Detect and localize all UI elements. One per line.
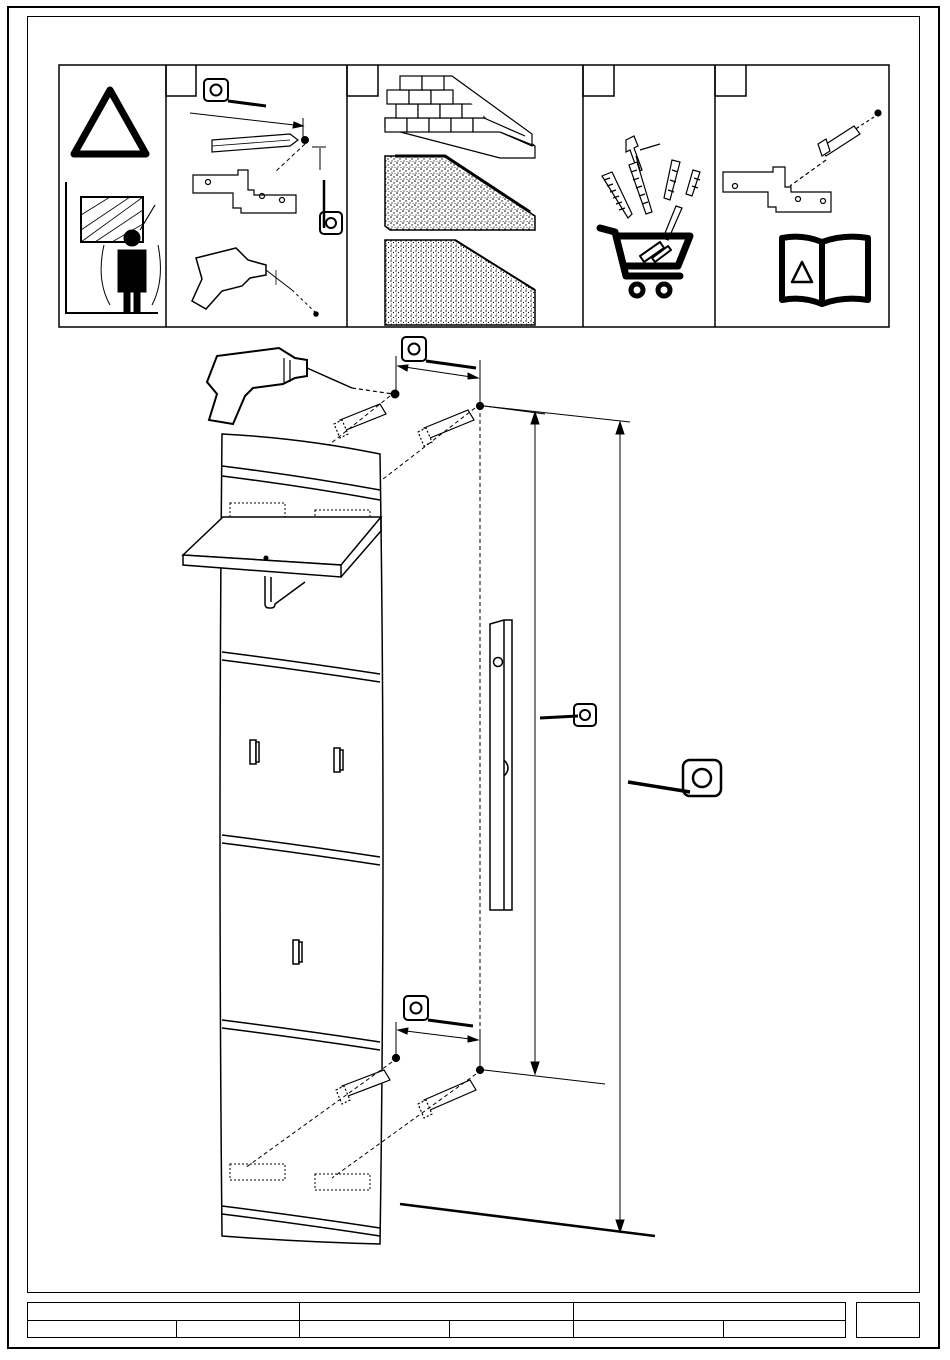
warning-triangle-icon bbox=[74, 90, 146, 154]
footer-cell-7 bbox=[449, 1320, 574, 1338]
step-box-4 bbox=[715, 65, 746, 96]
dowel-screw-icon bbox=[790, 110, 881, 186]
tape-measure-icon bbox=[204, 79, 266, 106]
footer-cell-3 bbox=[573, 1302, 846, 1321]
tape-measure-bottom bbox=[396, 996, 480, 1066]
step-box-1 bbox=[166, 65, 196, 96]
tape-measure-middle bbox=[540, 704, 596, 726]
tape-measure-top bbox=[396, 337, 480, 404]
footer-cell-5 bbox=[176, 1320, 300, 1338]
concrete-wall-icon bbox=[385, 156, 535, 325]
footer-cell-9 bbox=[723, 1320, 846, 1338]
footer-cell-2 bbox=[299, 1302, 574, 1321]
step-box-3 bbox=[583, 65, 614, 96]
drill-icon bbox=[192, 248, 318, 316]
mounting-bracket-icon-2 bbox=[723, 167, 831, 212]
footer-cell-6 bbox=[299, 1320, 450, 1338]
footer-cell-8 bbox=[573, 1320, 724, 1338]
footer-cell-1 bbox=[27, 1302, 300, 1321]
person-wall-check-icon bbox=[66, 182, 160, 313]
step-box-2 bbox=[347, 65, 378, 96]
instruction-booklet-icon bbox=[782, 237, 868, 304]
pencil-icon bbox=[212, 134, 309, 172]
brick-wall-icon bbox=[385, 76, 535, 158]
mounting-bracket-icon bbox=[193, 170, 296, 213]
tape-measure-large bbox=[628, 760, 721, 796]
top-screws-dowels bbox=[334, 403, 484, 447]
footer-page-box bbox=[856, 1302, 920, 1338]
shopping-cart-icon bbox=[600, 228, 690, 296]
measure-line-vertical bbox=[312, 147, 342, 234]
spirit-level-icon bbox=[490, 620, 512, 910]
screws-and-dowels-icon bbox=[602, 136, 700, 240]
footer-cell-4 bbox=[27, 1320, 177, 1338]
